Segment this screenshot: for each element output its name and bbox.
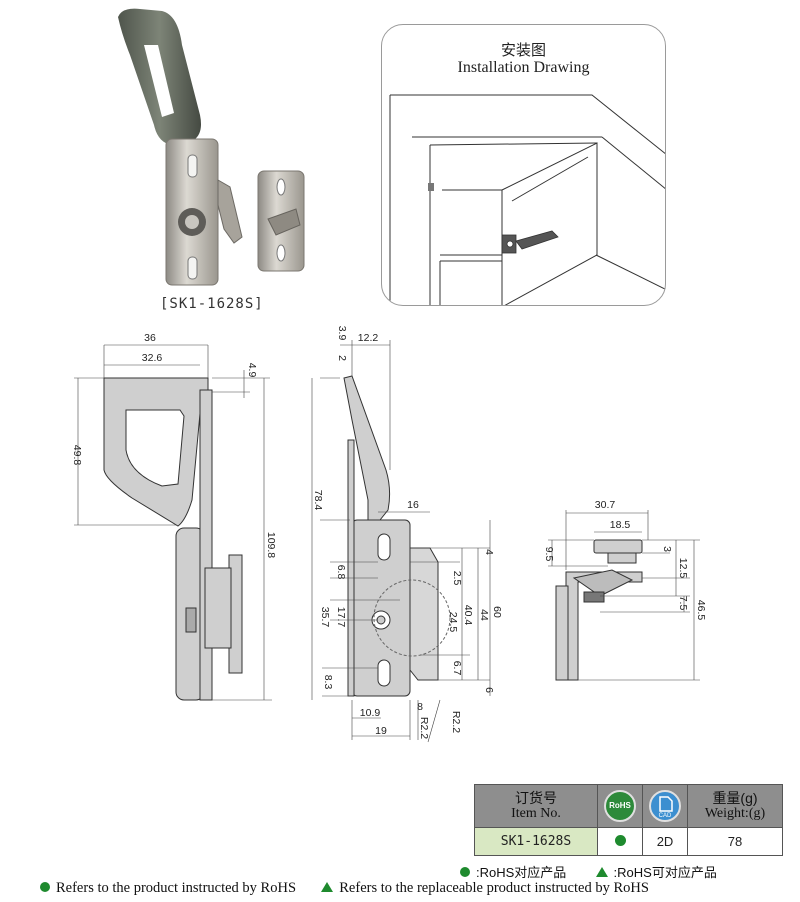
keeper-dim-3: 3 (661, 546, 673, 552)
header-cad: CAD (642, 784, 688, 828)
order-table-header: 订货号 Item No. RoHS CAD 重量(g) Weight:(g) (474, 784, 783, 828)
header-item-no-en: Item No. (511, 806, 561, 821)
side-dim-2: 2 (336, 355, 348, 361)
front-dim-36: 36 (144, 332, 156, 344)
header-weight-cn: 重量(g) (712, 790, 758, 806)
side-dim-6: 6 (483, 687, 495, 693)
side-dim-6-7: 6.7 (451, 661, 463, 676)
legend-cn-rohs: :RoHS对应产品 (476, 865, 567, 880)
side-view: 3.9 2 12.2 78.4 16 4 2.5 6.8 17.7 35.7 4… (311, 326, 503, 743)
keeper-view: 30.7 18.5 9.5 3 12.5 7.5 46.5 (543, 499, 707, 681)
side-dim-17-7: 17.7 (335, 607, 347, 628)
keeper-dim-30-7: 30.7 (595, 499, 616, 511)
front-dim-4-9: 4.9 (246, 363, 258, 378)
green-triangle-icon (595, 867, 608, 877)
installation-title-en: Installation Drawing (457, 59, 590, 76)
keeper-dim-7-5: 7.5 (677, 596, 689, 611)
side-dim-8-3: 8.3 (322, 675, 334, 690)
side-dim-r2-2-b: R2.2 (450, 711, 462, 733)
side-dim-19: 19 (375, 725, 387, 737)
side-dim-78-4: 78.4 (312, 490, 324, 511)
legend-en: Refers to the product instructed by RoHS… (40, 880, 649, 897)
side-dim-16: 16 (407, 499, 419, 511)
header-weight: 重量(g) Weight:(g) (687, 784, 783, 828)
header-item-no: 订货号 Item No. (474, 784, 598, 828)
header-item-no-cn: 订货号 (515, 790, 557, 806)
cad-icon: CAD (649, 790, 681, 822)
keeper-dim-46-5: 46.5 (695, 600, 707, 621)
side-dim-8: 8 (417, 701, 423, 713)
technical-drawings: 36 32.6 4.9 49.8 109.8 (71, 326, 707, 743)
legend-en-replaceable: Refers to the replaceable product instru… (339, 880, 649, 896)
side-dim-10-9: 10.9 (360, 707, 381, 719)
green-dot-icon (460, 867, 470, 877)
side-dim-12-2: 12.2 (358, 332, 379, 344)
front-view: 36 32.6 4.9 49.8 109.8 (71, 332, 277, 701)
table-row: SK1-1628S 2D 78 (474, 827, 783, 856)
side-dim-6-8: 6.8 (335, 565, 347, 580)
green-dot-icon (40, 882, 50, 892)
rohs-cell (597, 827, 643, 856)
installation-title-cn: 安装图 (500, 42, 546, 59)
side-dim-3-9: 3.9 (336, 326, 348, 341)
weight-cell: 78 (687, 827, 783, 856)
side-dim-44: 44 (478, 609, 490, 621)
legend-en-rohs: Refers to the product instructed by RoHS (56, 880, 297, 896)
product-photo (118, 8, 305, 286)
keeper-dim-18-5: 18.5 (610, 519, 631, 531)
front-dim-49-8: 49.8 (71, 445, 83, 466)
green-triangle-icon (321, 882, 334, 892)
cad-badge-label: CAD (659, 813, 672, 819)
side-dim-24-5: 24.5 (447, 612, 459, 633)
side-dim-4: 4 (483, 549, 495, 555)
header-rohs: RoHS (597, 784, 643, 828)
front-dim-109-8: 109.8 (265, 532, 277, 558)
rohs-dot-icon (614, 835, 626, 846)
side-dim-35-7: 35.7 (319, 607, 331, 628)
order-table: 订货号 Item No. RoHS CAD 重量(g) Weight:(g) S… (474, 784, 783, 856)
installation-panel: 安装图 Installation Drawing (381, 24, 666, 306)
side-dim-40-4: 40.4 (462, 605, 474, 626)
keeper-dim-12-5: 12.5 (677, 558, 689, 579)
rohs-icon: RoHS (604, 790, 636, 822)
cad-doc-icon: CAD (659, 796, 673, 819)
cad-cell: 2D (642, 827, 688, 856)
front-dim-32-6: 32.6 (142, 352, 163, 364)
keeper-dim-9-5: 9.5 (543, 547, 555, 562)
installation-drawing (389, 94, 665, 305)
side-dim-2-5: 2.5 (451, 571, 463, 586)
side-dim-60: 60 (491, 606, 503, 618)
legend-cn: :RoHS对应产品 :RoHS可对应产品 (460, 862, 717, 881)
model-caption: [SK1-1628S] (160, 296, 264, 312)
side-dim-r2-2-a: R2.2 (418, 717, 430, 739)
item-no-cell: SK1-1628S (474, 827, 598, 856)
header-weight-en: Weight:(g) (704, 806, 766, 821)
legend-cn-replaceable: :RoHS可对应产品 (613, 865, 717, 880)
